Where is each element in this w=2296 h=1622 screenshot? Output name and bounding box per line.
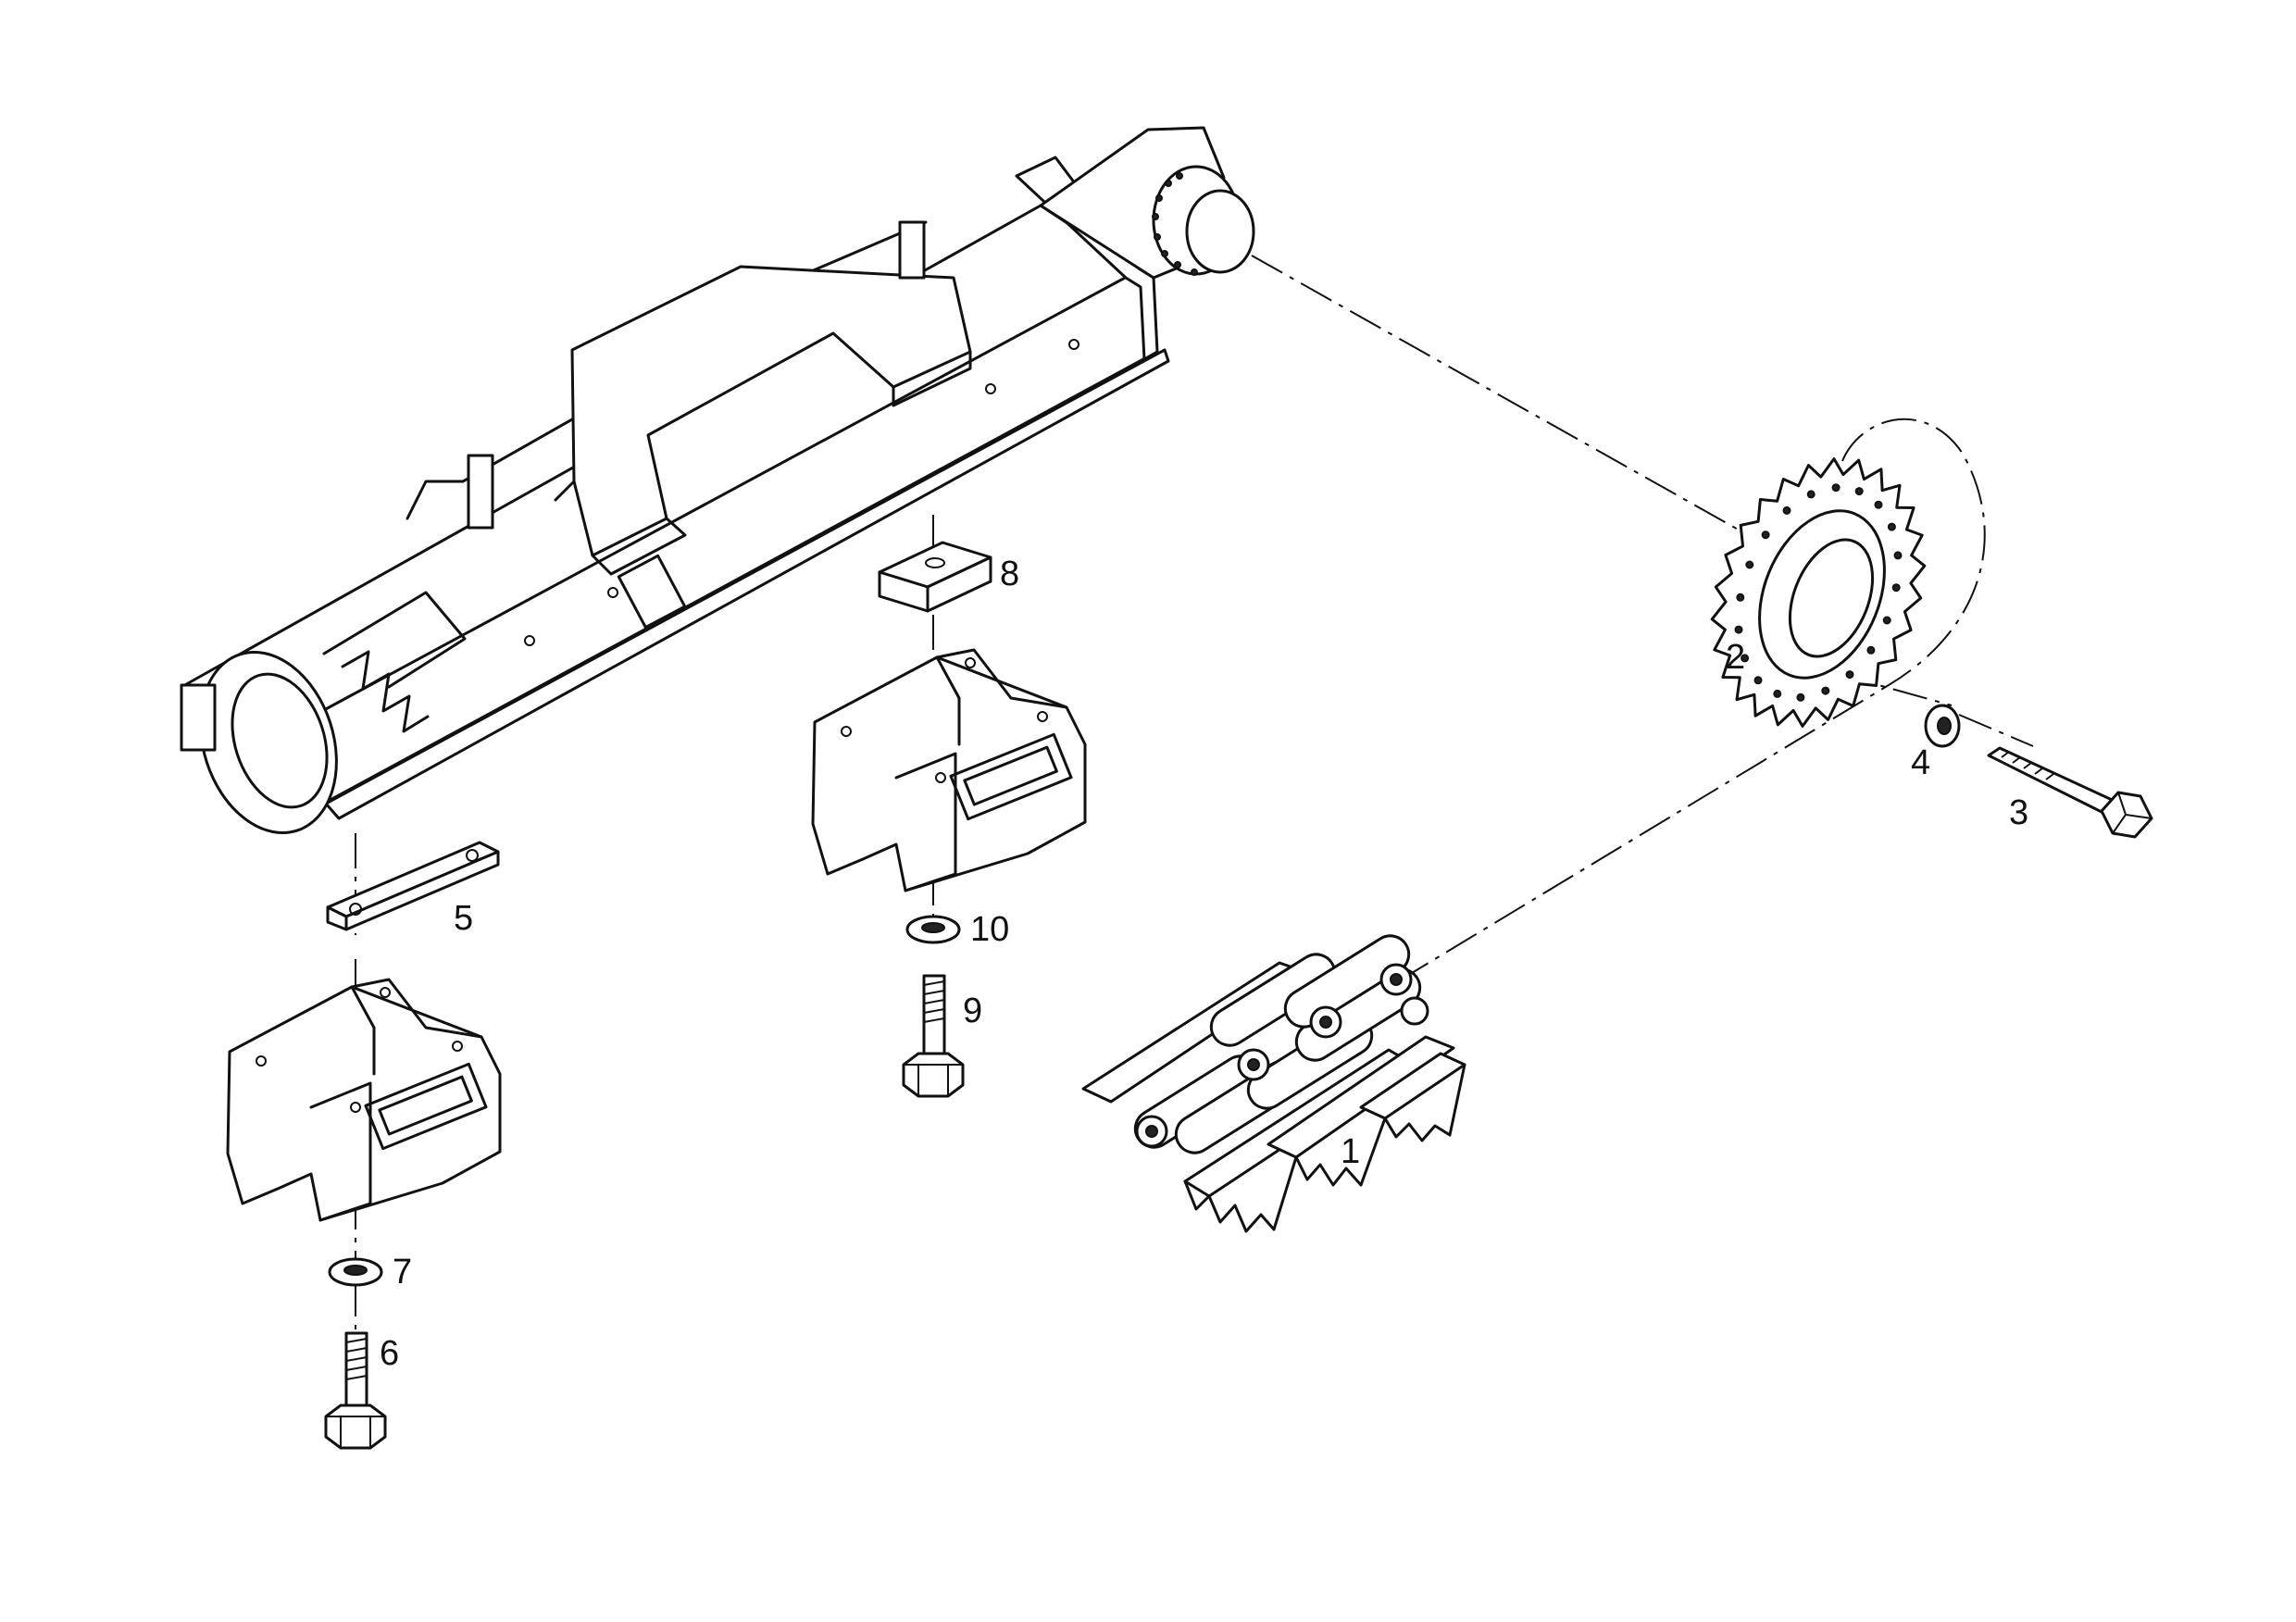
part-4-washer [1924, 704, 1961, 748]
sprocket-bolt-hole [1893, 551, 1903, 560]
track-frame [180, 126, 1255, 835]
part-2-sprocket [1710, 457, 1927, 728]
sprocket-bolt-hole [1741, 654, 1750, 663]
part-9-bolt [902, 974, 965, 1098]
sprocket-bolt-hole [1796, 692, 1805, 702]
callout-4: 4 [1911, 743, 1930, 782]
part-3-bolt [1987, 746, 2153, 839]
sprocket-bolt-hole [1734, 625, 1743, 634]
part-5-shim-plate [326, 841, 500, 931]
callout-labels: 1 2 3 4 5 6 7 8 9 10 [380, 555, 2028, 1373]
drive-flange-holes [1152, 172, 1198, 276]
sprocket-bolt-hole [1887, 522, 1896, 531]
sprocket-bolt-hole [1845, 670, 1854, 680]
part-7-washer [328, 1257, 383, 1287]
callout-1: 1 [1341, 1132, 1360, 1171]
sprocket-bolt-hole [1891, 583, 1901, 593]
callout-2: 2 [1726, 638, 1745, 677]
callout-9: 9 [963, 992, 982, 1030]
part-10-washer [905, 915, 961, 944]
sprocket-bolt-hole [1773, 689, 1782, 698]
sprocket-bolt-hole [1753, 676, 1763, 685]
callout-3: 3 [2009, 793, 2028, 832]
callout-10: 10 [970, 910, 1009, 949]
part-6-bolt [324, 1331, 387, 1450]
track-guide-upper [811, 648, 1087, 892]
sprocket-bolt-hole [1866, 645, 1876, 655]
sprocket-bolt-hole [1831, 483, 1841, 493]
sprocket-bolt-hole [1806, 490, 1816, 499]
part-1-track-chain [1081, 934, 1466, 1233]
callout-5: 5 [454, 899, 473, 938]
sprocket-bolt-hole [1736, 593, 1745, 602]
track-guide-lower [226, 978, 502, 1222]
sprocket-bolt-hole [1745, 560, 1754, 569]
sprocket-bolt-hole [1874, 500, 1883, 509]
callout-8: 8 [1000, 555, 1019, 593]
sprocket-bolt-hole [1782, 505, 1791, 515]
callout-7: 7 [393, 1253, 412, 1291]
part-8-pad [878, 541, 992, 613]
sprocket-bolt-hole [1854, 487, 1864, 496]
sprocket-bolt-holes [1734, 483, 1903, 702]
sprocket-bolt-hole [1761, 530, 1770, 540]
callout-6: 6 [380, 1334, 399, 1373]
sprocket-bolt-hole [1821, 686, 1830, 695]
sprocket-bolt-hole [1882, 616, 1891, 625]
